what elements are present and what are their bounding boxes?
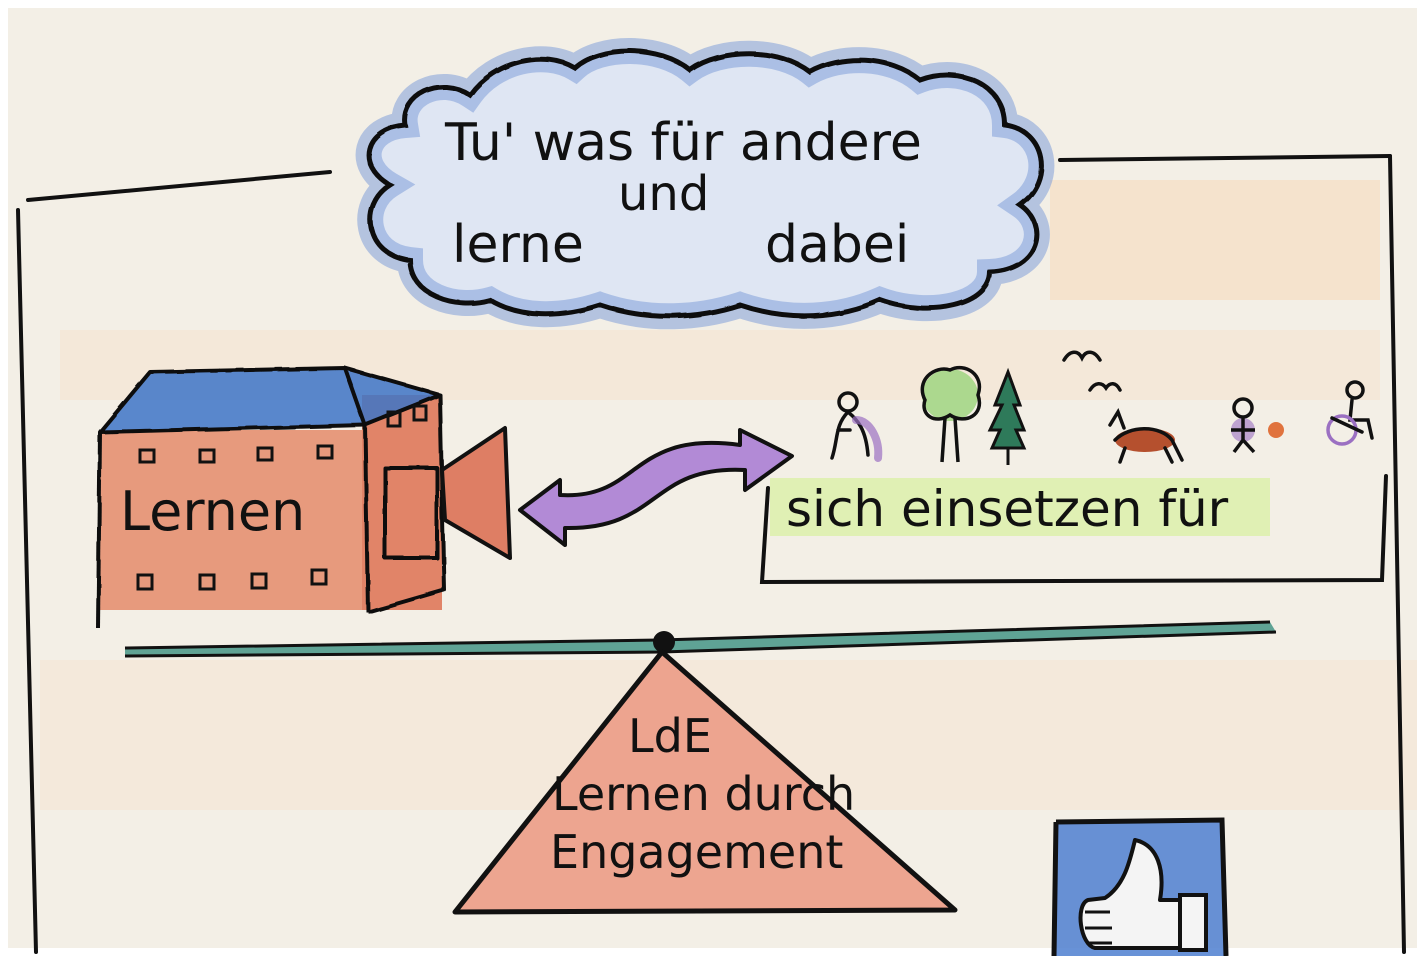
school-label: Lernen <box>120 480 305 543</box>
pivot-point <box>653 631 675 653</box>
tree-icon <box>920 365 982 463</box>
cloud-icon <box>355 38 1055 330</box>
paper-wash <box>1050 180 1380 300</box>
wheelchair-icon <box>1326 380 1374 446</box>
fulcrum-line3: Engagement <box>550 825 843 879</box>
tree-icon <box>987 367 1027 465</box>
megaphone-icon <box>440 426 512 560</box>
fulcrum-line2: Lernen durch <box>552 767 855 821</box>
child-icon <box>1231 397 1284 454</box>
horse-icon <box>1108 408 1184 464</box>
fulcrum-triangle <box>452 649 958 915</box>
frame-lines <box>16 154 1406 954</box>
community-bracket <box>759 474 1388 585</box>
label-highlight <box>770 478 1270 536</box>
headline-line3a: lerne <box>452 215 584 275</box>
building-icon <box>96 366 446 629</box>
community-label: sich einsetzen für <box>786 480 1229 538</box>
headline-line1: Tu' was für andere <box>444 113 922 173</box>
headline-line3b: dabei <box>765 215 909 275</box>
balance-beam <box>124 620 1277 658</box>
fulcrum-line1: LdE <box>628 709 712 763</box>
bird-icon <box>1062 350 1122 392</box>
people-icon <box>830 391 883 462</box>
double-arrow-icon <box>518 428 794 547</box>
thumbs-up-icon <box>1051 817 1229 956</box>
headline-line2: und <box>618 166 709 222</box>
